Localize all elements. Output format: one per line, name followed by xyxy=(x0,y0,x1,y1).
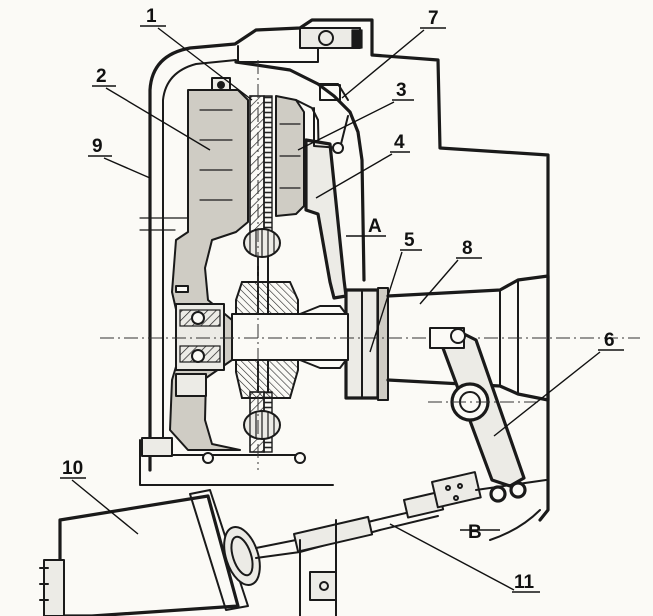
callout-1: 1 xyxy=(146,6,157,27)
callout-9: 9 xyxy=(92,136,103,157)
bolt-right xyxy=(294,452,306,464)
pilot-bearing xyxy=(175,303,225,397)
callout-7: 7 xyxy=(428,8,439,29)
servo-cylinder xyxy=(39,489,261,616)
callout-10: 10 xyxy=(62,458,83,479)
linkage-pins xyxy=(475,479,547,541)
clutch-housing xyxy=(139,18,550,522)
callout-4: 4 xyxy=(394,132,405,153)
release-fork xyxy=(428,327,540,488)
release-lever xyxy=(304,107,349,300)
callout-2: 2 xyxy=(96,66,107,87)
damper-springs xyxy=(243,228,281,440)
callout-8: 8 xyxy=(462,238,473,259)
mounting-bracket xyxy=(299,519,337,616)
leader-lines xyxy=(60,25,624,593)
callout-B: B xyxy=(468,522,482,543)
callout-labels: 1 2 3 4 5 6 7 8 9 10 11 A B xyxy=(62,6,615,593)
input-shaft xyxy=(231,305,349,369)
push-rod xyxy=(255,471,482,559)
callout-6: 6 xyxy=(604,330,615,351)
callout-11: 11 xyxy=(514,572,535,593)
guide-sleeve xyxy=(386,274,550,402)
callout-A: A xyxy=(368,216,382,237)
clutch-cover xyxy=(234,60,366,282)
release-bearing xyxy=(344,287,389,401)
callout-3: 3 xyxy=(396,80,407,101)
callout-5: 5 xyxy=(404,230,415,251)
bolt-left xyxy=(202,452,214,464)
